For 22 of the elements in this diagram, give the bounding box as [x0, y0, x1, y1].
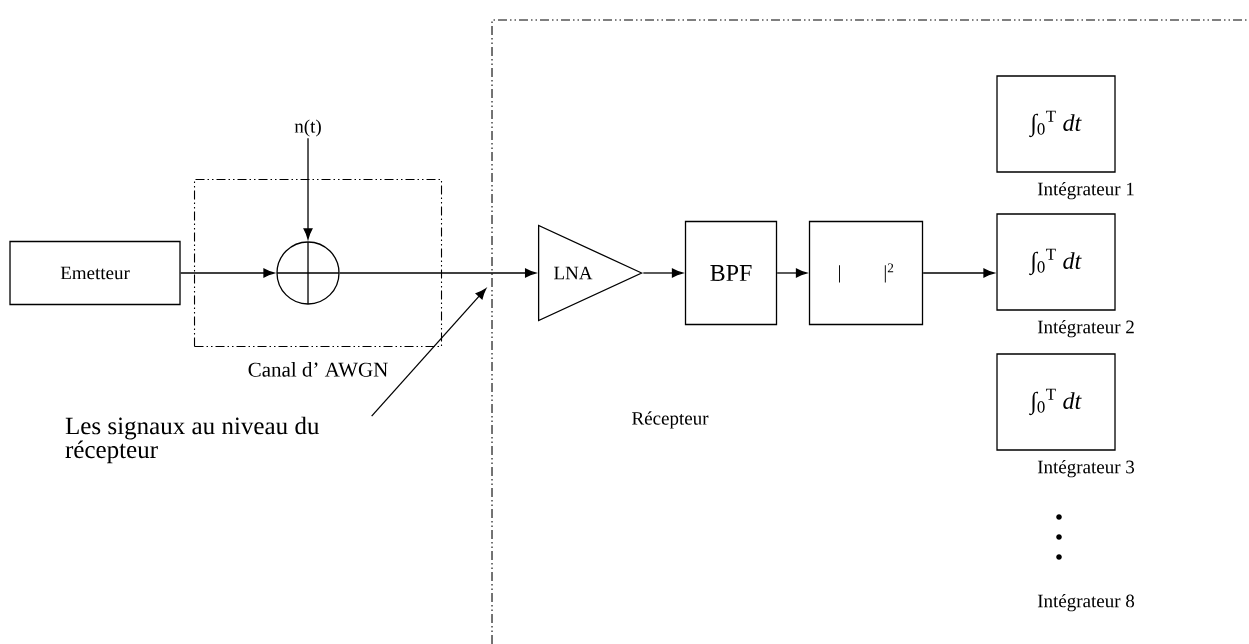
node-label: Intégrateur 2 — [1037, 319, 1134, 338]
arrow — [776, 268, 807, 278]
integrator-box: ∫$_{0}$$^{T}$ dt Intégrateur 2 — [996, 213, 1134, 338]
emitter-box: Emetteur — [9, 240, 181, 306]
squarer-box: | |$^{2}$ — [808, 220, 924, 326]
node-label: Intégrateur 3 — [1037, 459, 1135, 478]
arrow — [922, 268, 995, 278]
filter-box: BPF — [684, 220, 778, 326]
caption-text: Intégrateur 8 — [1037, 594, 1135, 612]
integrator-box: ∫$_{0}$$^{T}$ dt Intégrateur 3 — [996, 353, 1135, 478]
node-label: Canal d’ AWGN — [248, 361, 388, 377]
arrow — [642, 268, 683, 278]
arrow — [180, 268, 275, 278]
arrow — [303, 137, 313, 240]
annotation-text: Les signaux au niveau du récepteur — [65, 416, 320, 464]
adder-circle — [276, 241, 340, 305]
node-label: Intégrateur 1 — [1037, 181, 1134, 200]
noise-label: n(t) — [294, 119, 321, 137]
integrator-box: ∫$_{0}$$^{T}$ dt Intégrateur 1 — [996, 75, 1134, 200]
channel-box: Canal d’ AWGN — [193, 178, 443, 377]
arrow — [339, 268, 536, 278]
leader-arrow — [371, 288, 487, 417]
